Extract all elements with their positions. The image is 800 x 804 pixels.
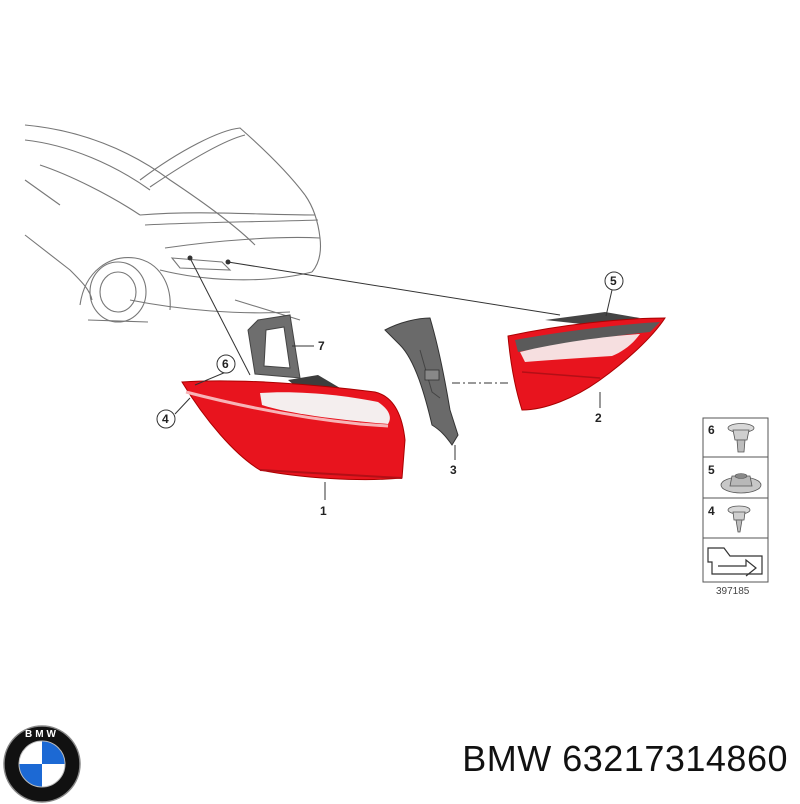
callout-5: 5 [610, 274, 617, 288]
legend-label-4: 4 [708, 504, 715, 518]
callout-1: 1 [320, 504, 327, 518]
callout-3: 3 [450, 463, 457, 477]
leader-car-to-lamp-1 [189, 257, 251, 376]
callout-5-circle [604, 271, 624, 291]
legend-label-5: 5 [708, 463, 715, 477]
callout-4-circle [156, 409, 176, 429]
car-rear-outline [24, 124, 322, 323]
callout-7: 7 [318, 339, 325, 353]
callout-4: 4 [162, 412, 169, 426]
bmw-logo: BMW [3, 725, 81, 803]
gasket-part-7 [247, 314, 301, 379]
brand-name: BMW [462, 738, 552, 779]
screw-icon [727, 505, 751, 533]
outer-tail-lamp-part-1 [181, 375, 406, 481]
leader-car-to-lamp-2 [227, 261, 561, 316]
part-number: 63217314860 [562, 738, 788, 779]
svg-text:BMW: BMW [25, 729, 59, 740]
nut-icon [720, 473, 762, 494]
bracket-part-3 [384, 317, 459, 446]
callout-6-circle [216, 354, 236, 374]
legend-label-6: 6 [708, 423, 715, 437]
reference-number: 397185 [716, 586, 750, 597]
reference-arrow-icon [707, 547, 763, 577]
catalog-part-label: BMW 63217314860 [462, 738, 788, 780]
callout-2: 2 [595, 411, 602, 425]
fastener-legend: 6 5 4 [702, 417, 769, 583]
callout-6: 6 [222, 357, 229, 371]
bolt-icon [727, 423, 755, 453]
brand-footer: BMW BMW 63217314860 [0, 700, 800, 803]
inner-tail-lamp-part-2 [507, 312, 666, 411]
